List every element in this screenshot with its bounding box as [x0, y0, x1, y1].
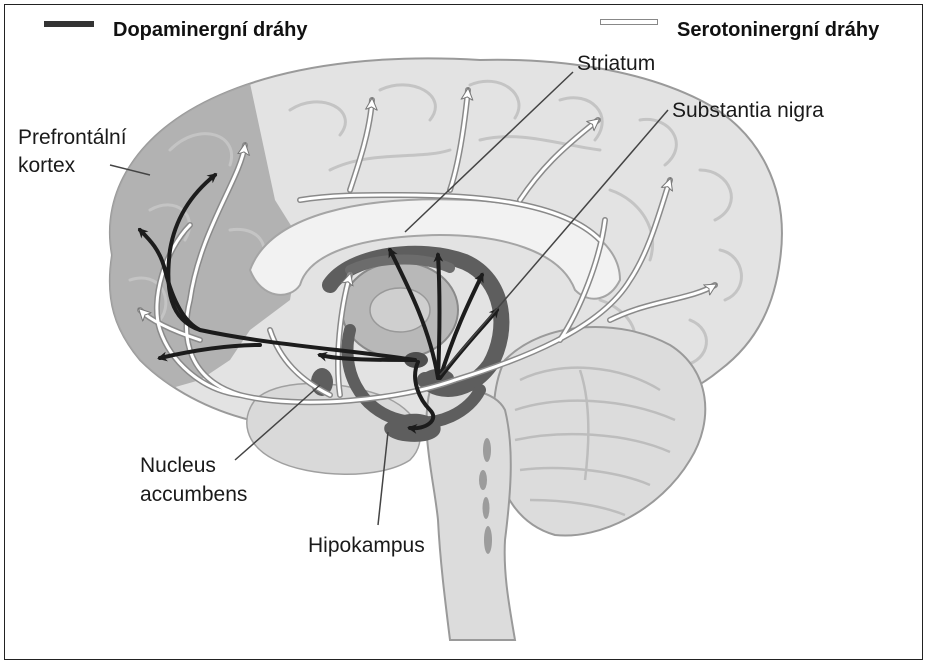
label-nucleus-line2: accumbens: [140, 481, 247, 508]
label-striatum: Striatum: [577, 50, 655, 77]
label-prefrontal-line1: Prefrontální: [18, 124, 127, 151]
label-nucleus-line1: Nucleus: [140, 452, 216, 479]
label-substantia-nigra: Substantia nigra: [672, 97, 824, 124]
label-hippocampus: Hipokampus: [308, 532, 425, 559]
label-prefrontal-line2: kortex: [18, 152, 75, 179]
